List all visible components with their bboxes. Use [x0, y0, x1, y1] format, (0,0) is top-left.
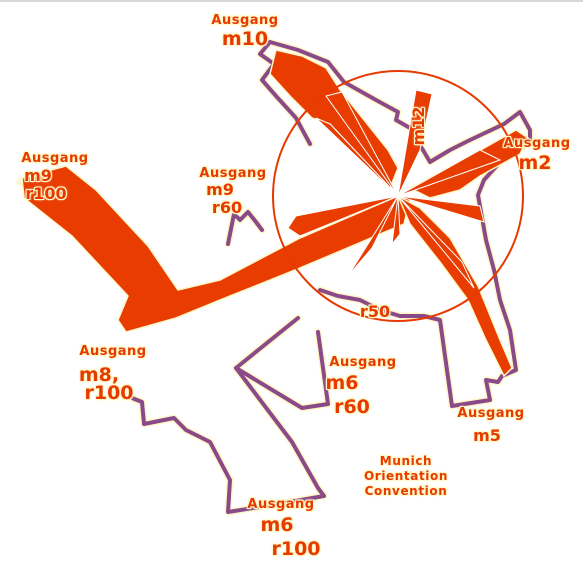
- walls: [16, 38, 534, 516]
- exit-code-m10: m10: [221, 28, 269, 50]
- exit-label-m10: Ausgang: [211, 13, 279, 28]
- exit-label-m8-r100: Ausgang: [79, 344, 147, 359]
- corridor-to-m9-r100: [21, 165, 411, 333]
- exit-code-r60: r60: [211, 198, 243, 217]
- exit-label-m6-r100: Ausgang: [247, 497, 315, 512]
- legend-line-3: Convention: [364, 484, 448, 498]
- window-top-border: [0, 0, 583, 2]
- exit-label-m9-r60: Ausgang: [199, 166, 267, 181]
- exit-code-m5: m5: [473, 426, 501, 445]
- exit-code-m9: m9: [206, 180, 234, 199]
- exit-code-m6-r60-m6: m6: [325, 372, 359, 394]
- exit-code-r100-mid: r100: [84, 382, 134, 404]
- legend-line-2: Orientation: [364, 469, 448, 483]
- exit-code-m6-r60-r60: r60: [334, 396, 370, 418]
- legend-title: Munich Orientation Convention: [346, 454, 466, 499]
- corridor-to-m5: [396, 194, 513, 378]
- corridor-to-m10: [269, 49, 399, 190]
- exit-label-m6-r60: Ausgang: [329, 355, 397, 370]
- exit-label-m2: Ausgang: [503, 136, 571, 151]
- exit-label-m5: Ausgang: [457, 406, 525, 421]
- exit-code-m6-r100-m6: m6: [260, 514, 294, 536]
- exit-code-m6-r100-r100: r100: [271, 538, 321, 560]
- exit-label-m9-r100: Ausgang: [21, 151, 89, 166]
- orientation-ring: [272, 70, 524, 322]
- exit-code-r100-left: r100: [25, 184, 67, 203]
- exit-code-m9-left: m9: [24, 166, 52, 185]
- legend-line-1: Munich: [379, 454, 433, 468]
- ring-north-label-m12: m12: [409, 106, 428, 146]
- ring-sectors: [287, 89, 502, 289]
- exit-code-m2: m2: [518, 152, 552, 174]
- exit-code-m8: m8,: [78, 364, 120, 386]
- ring-radius-label-r50: r50: [359, 302, 391, 321]
